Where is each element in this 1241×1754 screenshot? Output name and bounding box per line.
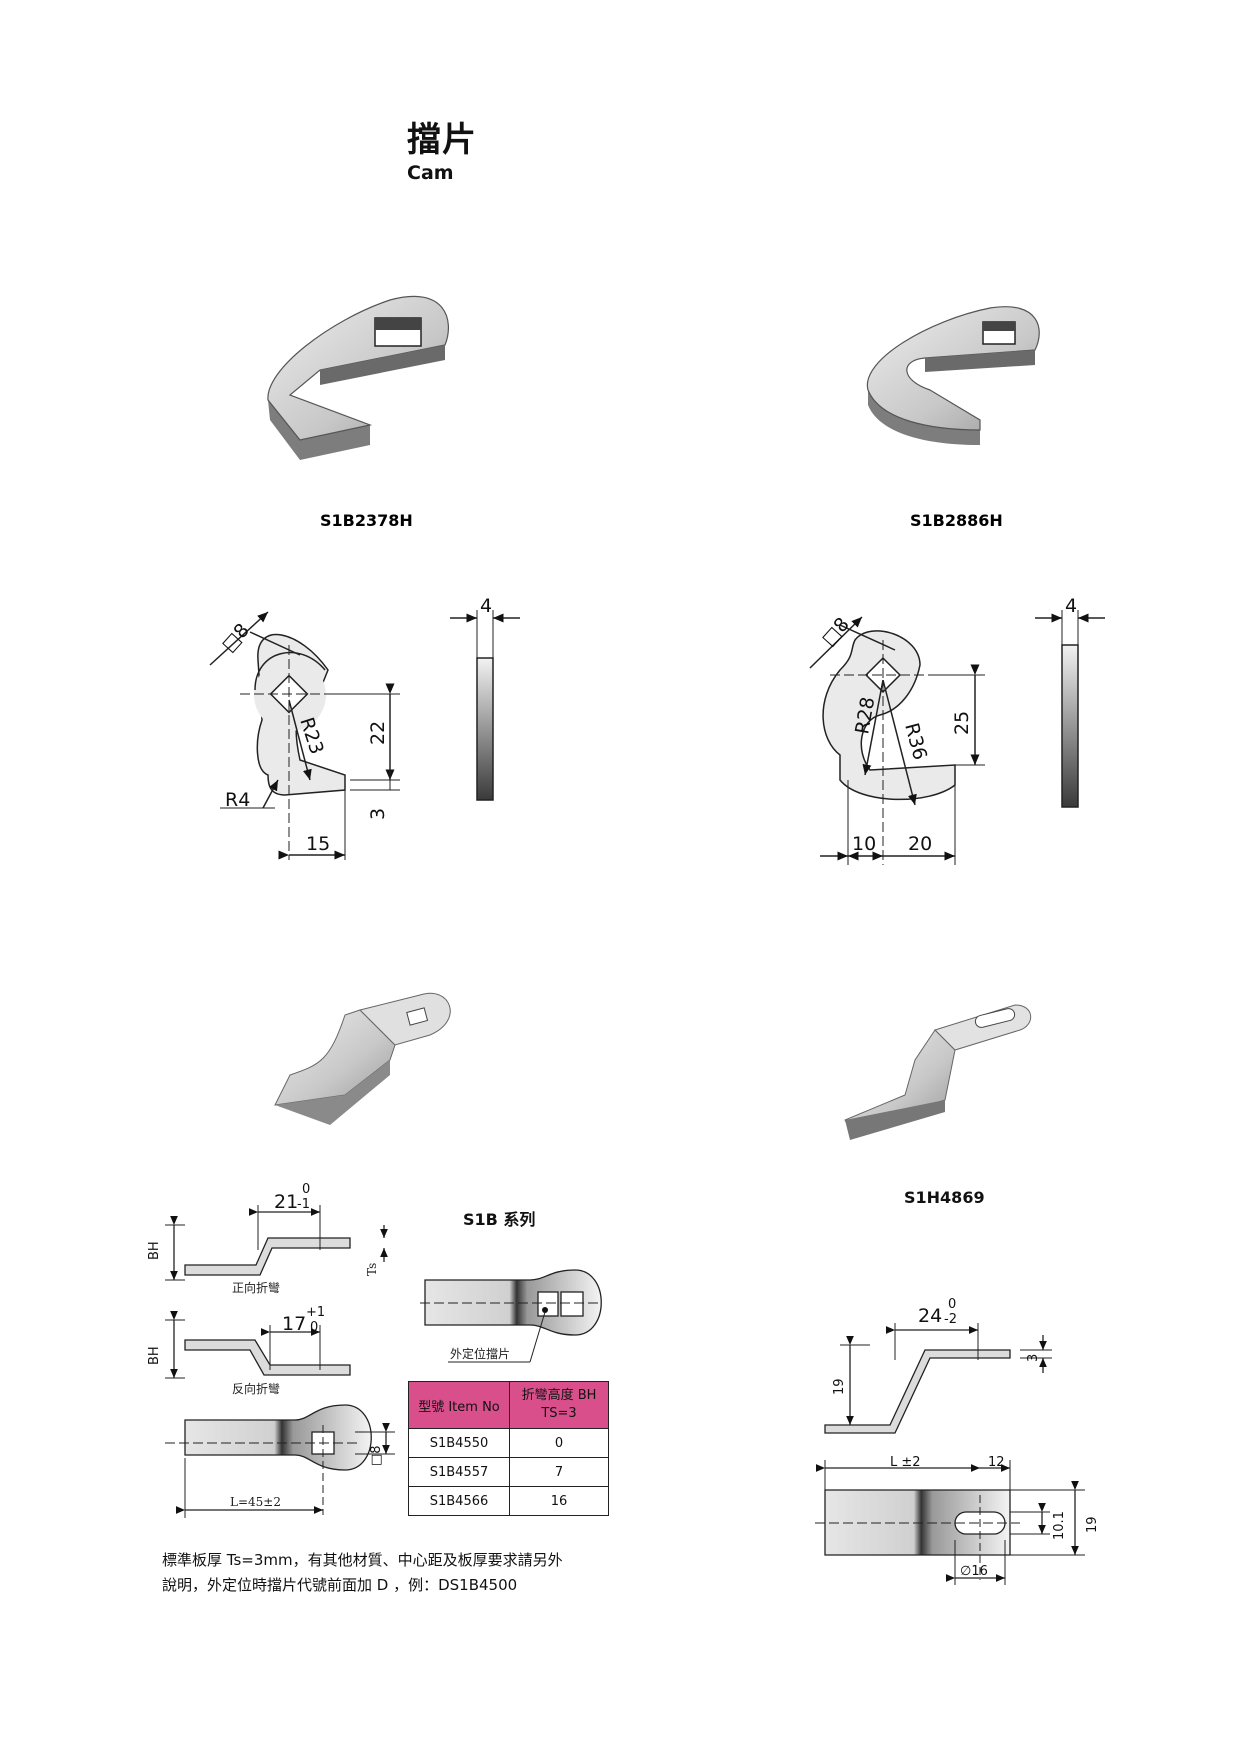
dim-radius-r36: R36 <box>900 721 931 763</box>
dim-radius-r4: R4 <box>225 789 250 811</box>
table-cell-item: S1B4566 <box>408 1486 510 1516</box>
dim-19-side: 19 <box>832 1378 847 1395</box>
s1h-side-drawing <box>824 1323 1052 1434</box>
length-l45: L=45±2 <box>230 1495 281 1509</box>
table-cell-item: S1B4550 <box>408 1428 510 1458</box>
table-row: S1B4557 7 <box>408 1457 609 1487</box>
tol-21-bot: -1 <box>297 1197 310 1212</box>
dim-l-2: L ±2 <box>890 1455 921 1470</box>
dim-17: 17 <box>282 1313 306 1335</box>
dim-radius-r23: R23 <box>295 715 327 757</box>
table-cell-item: S1B4557 <box>408 1457 510 1487</box>
dim-right-20: 20 <box>908 833 932 855</box>
dim-19-flat: 19 <box>1085 1516 1100 1533</box>
dim-10-1: 10.1 <box>1052 1511 1067 1540</box>
cam-3d-s1h4869 <box>844 1004 1032 1140</box>
dim-dia-16: ∅16 <box>960 1564 988 1579</box>
square-8-flat: □8 <box>369 1445 384 1466</box>
dim-plate-4-left: 4 <box>480 595 492 617</box>
dim-square-right: □8 <box>817 613 853 650</box>
cam-drawing-left <box>209 610 520 860</box>
tol-24-bot: -2 <box>944 1312 957 1327</box>
dim-plate-4-right: 4 <box>1065 595 1077 617</box>
table-row: S1B4550 0 <box>408 1428 609 1458</box>
bh-label-reverse: BH <box>147 1346 162 1365</box>
dim-21: 21 <box>274 1191 298 1213</box>
tol-17-bot: 0 <box>310 1320 318 1335</box>
page-title-zh: 擋片 <box>407 120 477 160</box>
table-cell-bh: 0 <box>509 1428 609 1458</box>
dim-thick-3: 3 <box>367 808 389 820</box>
label-s1h4869: S1H4869 <box>904 1188 985 1207</box>
label-s1b2886h: S1B2886H <box>910 511 1003 530</box>
tol-24-top: 0 <box>948 1297 956 1312</box>
cam-drawing-right <box>809 610 1105 865</box>
cam-3d-s1b2378h <box>267 295 449 460</box>
dim-square-left: □8 <box>217 619 253 656</box>
page-title-en: Cam <box>407 162 454 184</box>
dim-width-15: 15 <box>306 833 330 855</box>
table-header-bh: 折彎高度 BH TS=3 <box>509 1381 609 1429</box>
s1b-series-title: S1B 系列 <box>463 1210 536 1229</box>
dim-height-22: 22 <box>367 721 389 745</box>
footnote-line-2: 說明，外定位時擋片代號前面加 D ，例：DS1B4500 <box>162 1576 518 1594</box>
footnote: 標準板厚 Ts=3mm，有其他材質、中心距及板厚要求請另外 說明，外定位時擋片代… <box>162 1548 622 1598</box>
forward-bend-label: 正向折彎 <box>232 1280 280 1295</box>
ts-label: Ts <box>365 1263 379 1276</box>
dim-24: 24 <box>918 1305 942 1327</box>
reverse-bend-label: 反向折彎 <box>232 1381 280 1396</box>
s1b-flat-drawing <box>165 1404 395 1518</box>
dim-3-side: 3 <box>1026 1354 1041 1362</box>
footnote-line-1: 標準板厚 Ts=3mm，有其他材質、中心距及板厚要求請另外 <box>162 1551 563 1569</box>
dim-height-25: 25 <box>951 711 973 735</box>
bh-label-forward: BH <box>147 1241 162 1260</box>
dim-12: 12 <box>988 1455 1005 1470</box>
s1b-reverse-bend-drawing <box>165 1310 351 1379</box>
tol-17-top: +1 <box>306 1305 325 1320</box>
s1b-forward-bend-drawing <box>165 1205 388 1281</box>
dim-left-10: 10 <box>852 833 876 855</box>
outer-cam-label: 外定位擋片 <box>450 1346 510 1361</box>
outer-cam-drawing <box>420 1269 602 1363</box>
table-header-item: 型號 Item No <box>408 1381 510 1429</box>
table-cell-bh: 7 <box>509 1457 609 1487</box>
item-table: 型號 Item No 折彎高度 BH TS=3 S1B4550 0 S1B455… <box>408 1381 609 1516</box>
tol-21-top: 0 <box>302 1182 310 1197</box>
s1h-flat-drawing <box>815 1460 1085 1585</box>
label-s1b2378h: S1B2378H <box>320 511 413 530</box>
table-row: S1B4566 16 <box>408 1486 609 1516</box>
cam-3d-s1b-series <box>274 992 451 1125</box>
table-cell-bh: 16 <box>509 1486 609 1516</box>
cam-3d-s1b2886h <box>866 306 1040 445</box>
